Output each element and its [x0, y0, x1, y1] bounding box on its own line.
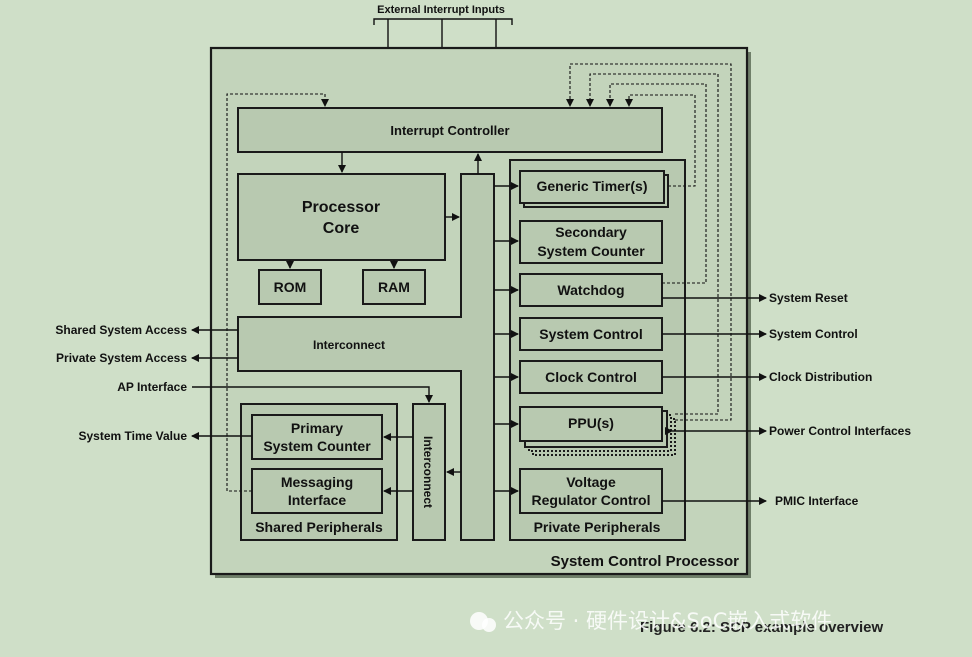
interrupt-controller-block	[237, 107, 663, 153]
watermark: 公众号 · 硬件设计&SoC嵌入式软件	[470, 609, 832, 633]
shared-peripherals-label: Shared Peripherals	[255, 519, 383, 535]
rom-label: ROM	[274, 279, 307, 295]
clock-control-label: Clock Control	[545, 369, 637, 385]
system-reset-label: System Reset	[769, 291, 848, 305]
vertical-interconnect-block	[412, 403, 446, 541]
rom-block	[258, 269, 322, 305]
power-control-label: Power Control Interfaces	[769, 424, 911, 438]
system-control-label: System Control	[539, 326, 642, 342]
time-value-label: System Time Value	[78, 429, 187, 443]
voltage-label-1: Voltage	[566, 474, 616, 490]
processor-core-label-2: Core	[323, 220, 360, 237]
processor-core-label-1: Processor	[302, 199, 380, 216]
secondary-counter-label-2: System Counter	[537, 243, 645, 259]
messaging-interface-block	[251, 468, 383, 514]
system-control-block	[519, 317, 663, 351]
irq-dash-timer	[625, 94, 696, 187]
messaging-label-1: Messaging	[281, 474, 353, 490]
primary-counter-block	[251, 414, 383, 460]
messaging-label-2: Interface	[288, 492, 347, 508]
interconnect-block	[237, 173, 495, 541]
primary-counter-label-1: Primary	[291, 420, 343, 436]
clock-control-block	[519, 360, 663, 394]
interconnect-label: Interconnect	[313, 338, 385, 352]
irq-dash-ppu	[586, 73, 719, 415]
private-access-label: Private System Access	[56, 351, 187, 365]
irq-dash-ppu2	[566, 63, 732, 421]
shared-access-label: Shared System Access	[55, 323, 187, 337]
ap-interface-arrow	[192, 386, 433, 403]
clock-distribution-label: Clock Distribution	[769, 370, 872, 384]
ram-block	[362, 269, 426, 305]
watchdog-block	[519, 273, 663, 307]
secondary-counter-block	[519, 220, 663, 264]
secondary-counter-label-1: Secondary	[555, 224, 627, 240]
primary-counter-label-2: System Counter	[263, 438, 371, 454]
interrupt-controller-label: Interrupt Controller	[390, 123, 509, 138]
outer-label: System Control Processor	[551, 553, 740, 570]
interrupt-bracket	[373, 18, 513, 25]
external-interrupt-label: External Interrupt Inputs	[377, 4, 505, 16]
irq-dash-watchdog	[606, 83, 707, 284]
private-peripherals-label: Private Peripherals	[534, 519, 661, 535]
ram-label: RAM	[378, 279, 410, 295]
irq-dash-messaging	[226, 93, 329, 492]
processor-core-block	[237, 173, 446, 261]
wechat-icon-2	[482, 618, 496, 632]
vertical-interconnect-label: Interconnect	[421, 436, 435, 508]
watchdog-label: Watchdog	[557, 282, 624, 298]
figure-caption: Figure 6.2: SCP example overview	[640, 619, 883, 636]
ap-interface-label: AP Interface	[117, 380, 187, 394]
generic-timer-block	[519, 170, 665, 204]
ppu-label: PPU(s)	[568, 415, 614, 431]
ppu-block	[519, 406, 663, 442]
voltage-label-2: Regulator Control	[532, 492, 651, 508]
pmic-label: PMIC Interface	[775, 494, 859, 508]
system-control-signal-label: System Control	[769, 327, 858, 341]
generic-timer-label: Generic Timer(s)	[536, 178, 647, 194]
watermark-text: 公众号 · 硬件设计&SoC嵌入式软件	[503, 609, 832, 633]
voltage-regulator-block	[519, 468, 663, 514]
